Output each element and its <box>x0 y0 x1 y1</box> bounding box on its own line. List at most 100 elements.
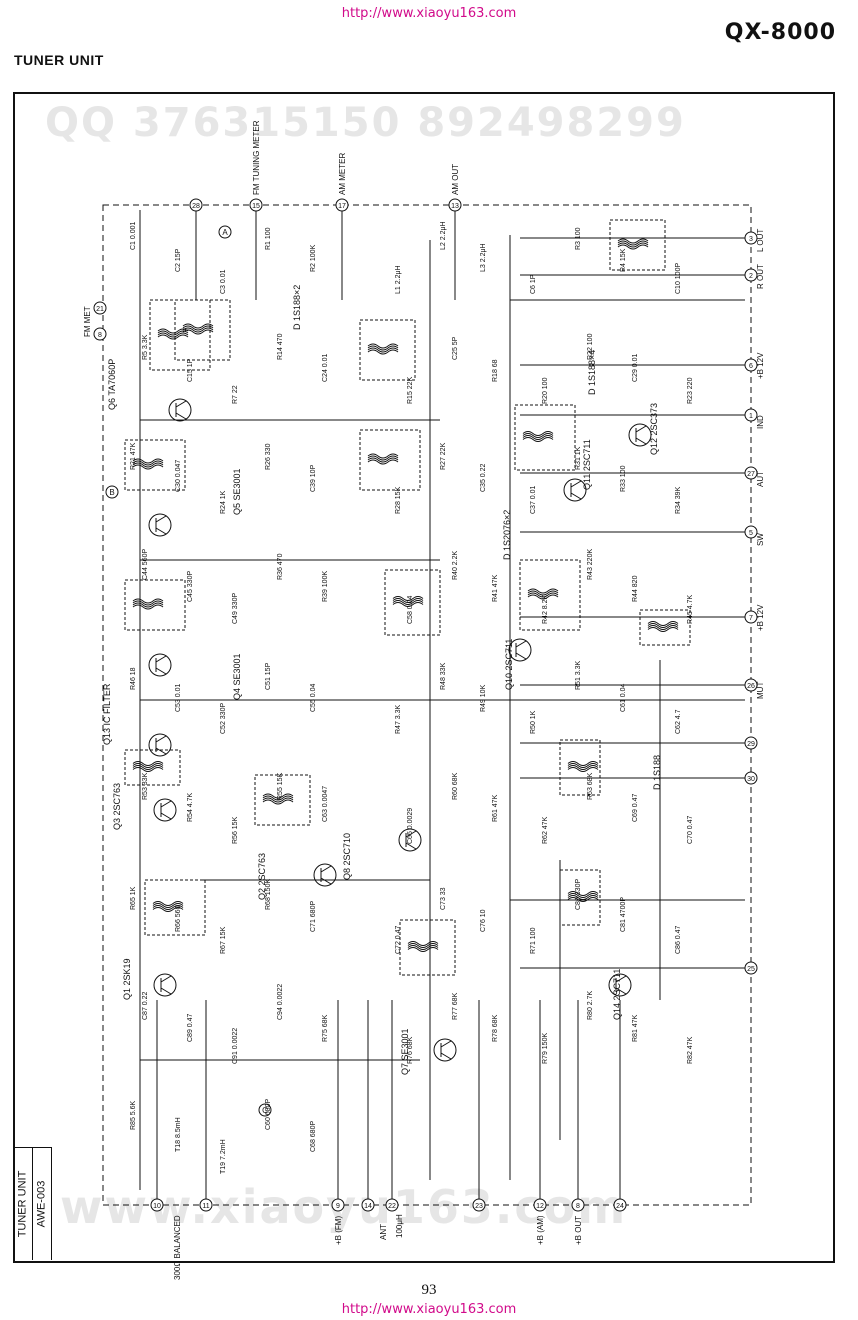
transistor-body <box>508 638 532 662</box>
coil <box>527 590 559 596</box>
terminal-pin <box>335 198 349 212</box>
terminal-number: 2 <box>749 273 753 280</box>
terminal-pin <box>249 198 263 212</box>
component-value: R85 5.6K <box>130 1100 137 1130</box>
terminal-number: 17 <box>338 203 346 210</box>
connector-circle <box>218 225 232 239</box>
footer-url[interactable]: http://www.xiaoyu163.com <box>341 1302 517 1317</box>
transformer-block <box>359 429 421 491</box>
transistor-collector <box>160 975 172 983</box>
coil <box>157 332 189 338</box>
semiconductor-label: Q4 SE3001 <box>232 653 242 700</box>
transistor-emitter <box>175 412 187 420</box>
coil <box>392 596 424 601</box>
terminal-label: +B OUT <box>574 1216 583 1245</box>
component-value: C2 15P <box>175 248 182 272</box>
transistor-symbol <box>608 973 632 997</box>
terminal-number: 9 <box>336 1203 340 1210</box>
component-value: L1 2.2μH <box>395 265 402 294</box>
terminal: 9+B (FM) <box>331 1198 345 1245</box>
component-value: C73 33 <box>440 887 447 910</box>
component-value: R18 68 <box>492 359 499 382</box>
component-value: R60 68K <box>452 772 459 800</box>
coil <box>132 462 164 468</box>
transistor-collector <box>160 800 172 808</box>
component-value: R50 1K <box>530 710 537 734</box>
balanced-label: 300Ω BALANCED <box>173 1215 182 1280</box>
terminal: 14 <box>361 1198 375 1212</box>
component-value: R68 150K <box>265 879 272 910</box>
terminal-pin <box>744 466 758 480</box>
component-value: R47 3.3K <box>395 704 402 734</box>
component-value: C45 330P <box>187 571 194 602</box>
coil <box>182 329 214 335</box>
coil <box>132 600 164 606</box>
component-value: R75 68K <box>322 1014 329 1042</box>
terminal-number: 27 <box>747 471 755 478</box>
component-value: R61 47K <box>492 794 499 822</box>
terminal-label: +B 12V <box>756 352 765 379</box>
component-value: R27 22K <box>440 442 447 470</box>
component-value: R66 560 <box>175 905 182 932</box>
component-value: R31 1K <box>575 446 582 470</box>
transistor-emitter <box>570 492 582 500</box>
component-value: C44 560P <box>142 549 149 580</box>
terminal-number: 21 <box>96 306 104 313</box>
component-value: C60 680P <box>265 1099 272 1130</box>
terminal: 28 <box>189 198 203 212</box>
coil <box>567 763 599 768</box>
coil <box>367 343 399 349</box>
coil <box>407 945 439 950</box>
component-value: R67 15K <box>220 926 227 954</box>
component-value: C68 680P <box>310 1121 317 1152</box>
coil <box>407 941 439 946</box>
component-value: C89 0.47 <box>187 1013 194 1042</box>
component-value: R71 100 <box>530 927 537 954</box>
terminal-pin <box>744 771 758 785</box>
terminal-number: 3 <box>749 236 753 243</box>
coil <box>647 623 679 628</box>
semiconductor-label: Q5 SE3001 <box>232 468 242 515</box>
header-url[interactable]: http://www.xiaoyu163.com <box>341 6 517 21</box>
transistor-body <box>168 398 192 422</box>
component-value: R40 2.2K <box>452 550 459 580</box>
transistor-body <box>608 973 632 997</box>
coil <box>132 763 164 768</box>
title-block-code-cell: AWE-003 <box>32 1148 51 1260</box>
transistor-emitter <box>160 812 172 820</box>
coil <box>527 592 559 598</box>
coil <box>182 323 214 329</box>
component-value: R63 68K <box>587 772 594 800</box>
terminal: 23 <box>472 1198 486 1212</box>
connector-marker: A <box>218 225 232 239</box>
terminal: 8+B OUT <box>571 1198 585 1245</box>
transformer-block <box>144 879 206 936</box>
component-value: C80 330P <box>575 879 582 910</box>
terminal-pin <box>448 198 462 212</box>
transistor-collector <box>405 830 417 838</box>
transformer-block <box>124 579 186 631</box>
transistor-emitter <box>320 877 332 885</box>
terminal-label: FM TUNING METER <box>252 120 261 195</box>
transistor-symbol <box>148 513 172 537</box>
coil <box>367 459 399 465</box>
coil <box>522 437 554 442</box>
connector-letter: A <box>222 228 228 237</box>
transformer-block <box>559 739 601 796</box>
terminal-pin <box>744 961 758 975</box>
coil <box>567 765 599 770</box>
coil <box>157 328 189 334</box>
component-value: C63 0.0047 <box>322 786 329 822</box>
component-value: R48 33K <box>440 662 447 690</box>
terminal-pin <box>613 1198 627 1212</box>
component-value: R77 68K <box>452 992 459 1020</box>
coil <box>617 240 649 246</box>
transformer-block <box>514 404 576 471</box>
terminal-number: 12 <box>536 1203 544 1210</box>
transistor-collector <box>615 975 627 983</box>
component-value: C29 0.01 <box>632 353 639 382</box>
